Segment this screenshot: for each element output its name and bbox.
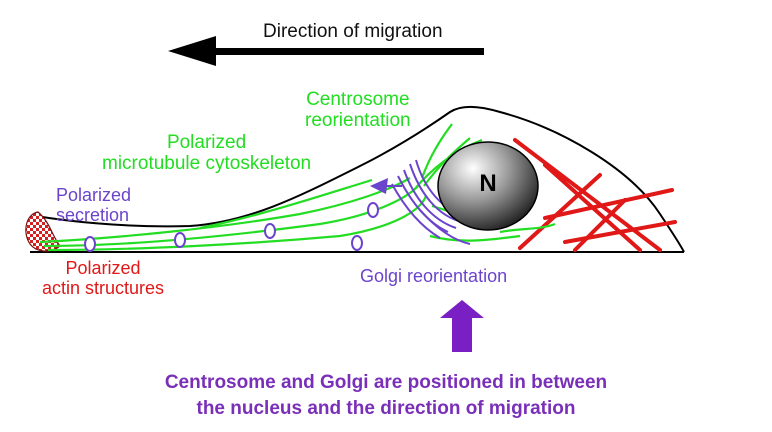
centrosome (370, 178, 402, 194)
secretion-label-line1: Polarized (56, 185, 132, 205)
golgi-reorientation-label: Golgi reorientation (360, 266, 508, 286)
actin-label: Polarized actin structures (42, 258, 164, 298)
microtubule-label: Polarized microtubule cytoskeleton (102, 132, 311, 175)
caption-line1: Centrosome and Golgi are positioned in b… (164, 372, 608, 393)
cell-outline (35, 105, 685, 253)
actin-label-line1: Polarized (65, 258, 141, 278)
direction-label: Direction of migration (263, 21, 443, 42)
nucleus-label: N (479, 170, 497, 197)
microtubules (39, 123, 556, 252)
secretion-label: Polarized secretion (56, 185, 131, 225)
centrosome-label-line2: reorientation (305, 110, 411, 132)
secretion-vesicles (84, 202, 379, 252)
caption-line2: the nucleus and the direction of migrati… (196, 397, 576, 419)
up-arrow (440, 300, 484, 352)
actin-stress-fibers (513, 138, 677, 252)
direction-arrow (168, 36, 484, 66)
secretion-label-line2: secretion (56, 205, 130, 226)
actin-label-line2: actin structures (42, 278, 165, 299)
caption: Centrosome and Golgi are positioned in b… (0, 370, 772, 421)
microtubule-label-line2: microtubule cytoskeleton (102, 153, 312, 175)
microtubule-label-line1: Polarized (166, 132, 247, 153)
centrosome-label-line1: Centrosome (306, 89, 410, 110)
nucleus (437, 141, 539, 231)
centrosome-reorientation-label: Centrosome reorientation (305, 89, 411, 132)
